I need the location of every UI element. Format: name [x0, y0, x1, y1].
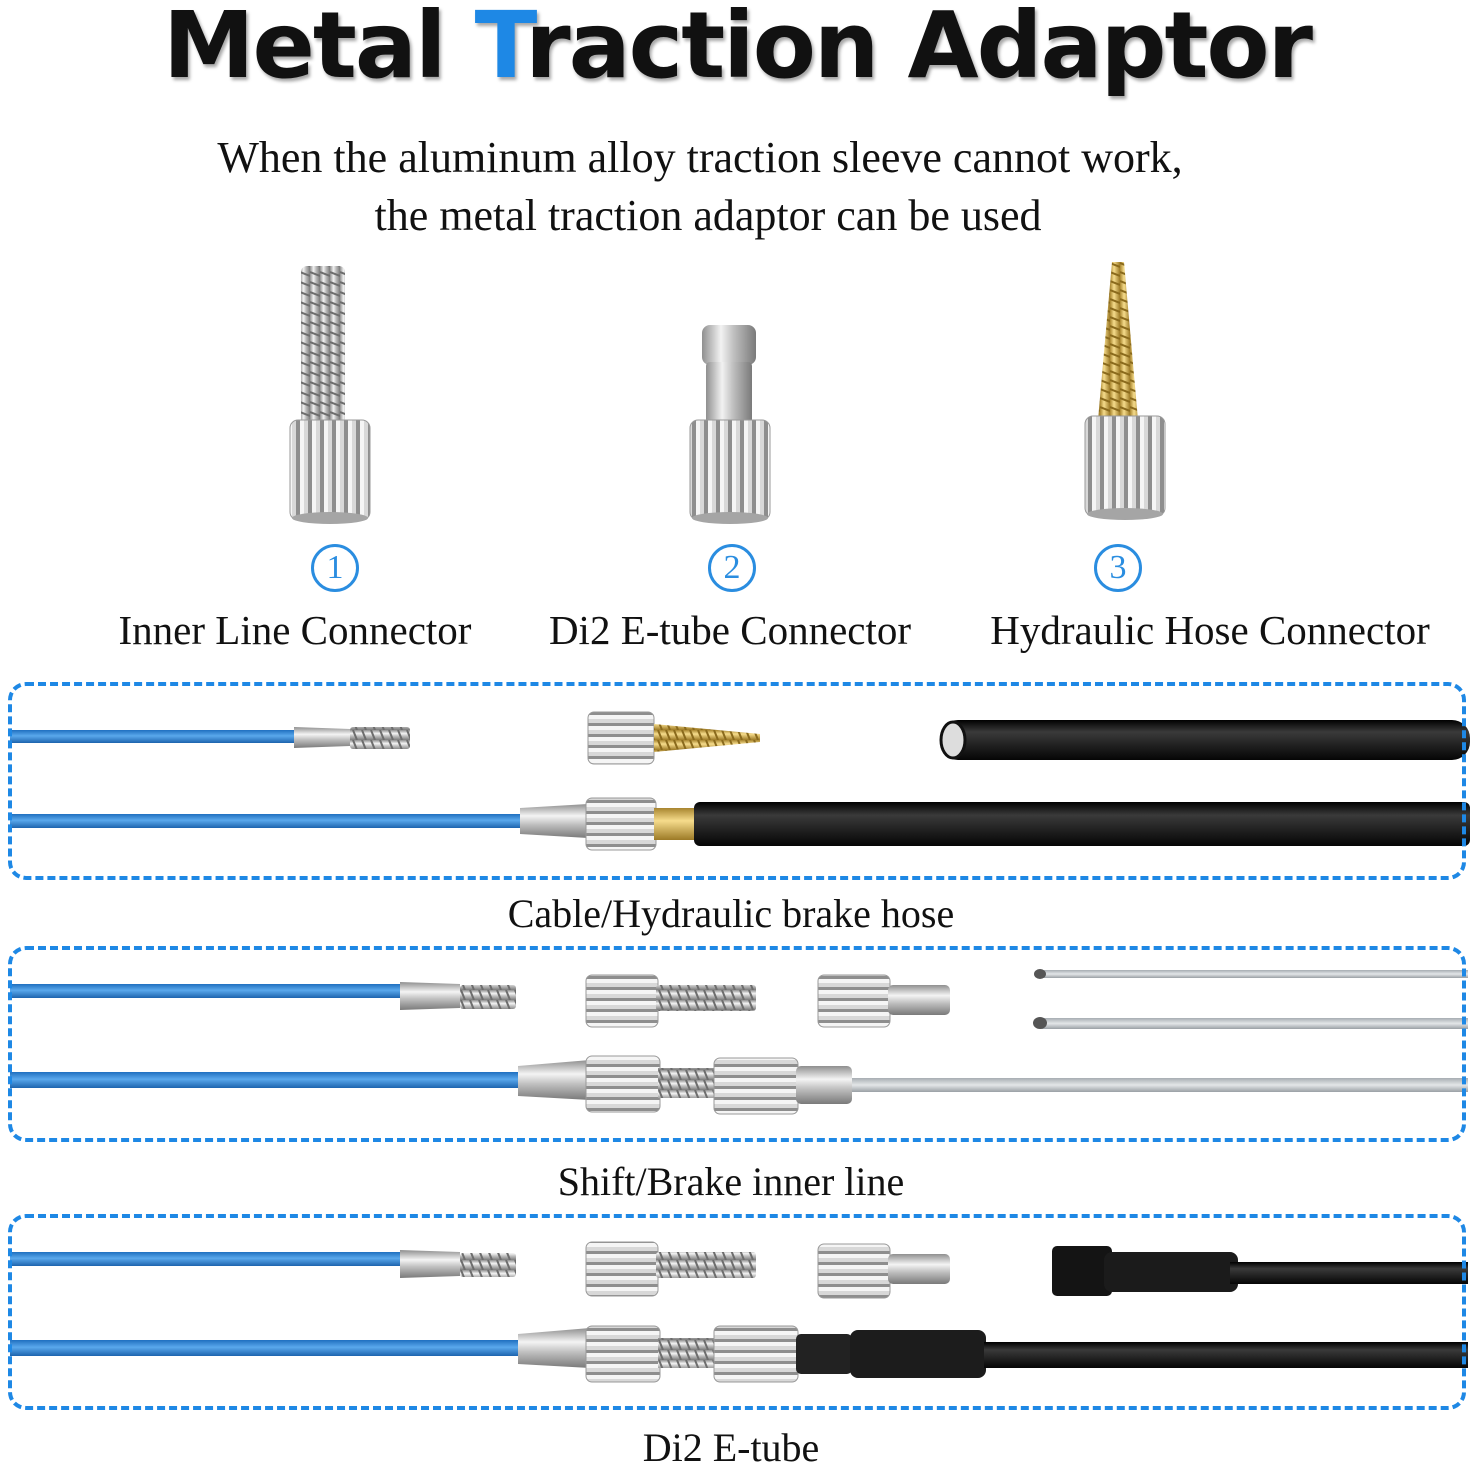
section-box-di2-etube — [8, 1214, 1466, 1410]
section-box-shift-brake — [8, 946, 1466, 1142]
section-2-illustration — [10, 969, 1468, 1115]
product-number-2: 2 — [708, 544, 756, 592]
section-caption-2: Shift/Brake inner line — [557, 1159, 905, 1204]
product-number-1: 1 — [311, 544, 359, 592]
title-accent-letter: T — [474, 0, 528, 99]
product-label-1: Inner Line Connector — [118, 607, 472, 653]
product-label-3: Hydraulic Hose Connector — [990, 607, 1430, 653]
inner-line-connector-image — [289, 266, 371, 524]
product-label-2: Di2 E-tube Connector — [548, 607, 912, 653]
hydraulic-hose-connector-image — [1084, 262, 1166, 520]
section-box-cable-hydraulic — [8, 682, 1466, 880]
subtitle-line-1: When the aluminum alloy traction sleeve … — [217, 133, 1183, 182]
product-number-3: 3 — [1094, 544, 1142, 592]
section-1-illustration — [10, 711, 1470, 851]
di2-etube-connector-image — [689, 325, 771, 524]
page-title: Metal Traction Adaptor — [0, 0, 1474, 99]
section-caption-1: Cable/Hydraulic brake hose — [507, 891, 955, 936]
subtitle-line-2: the metal traction adaptor can be used — [374, 191, 1042, 240]
section-caption-3: Di2 E-tube — [642, 1425, 820, 1470]
section-3-illustration — [10, 1241, 1468, 1383]
